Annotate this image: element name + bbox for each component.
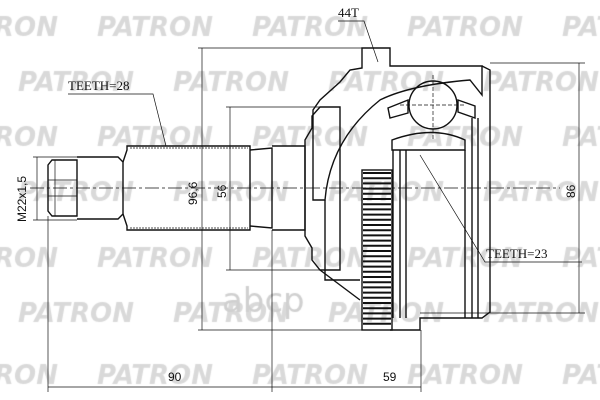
- outer-race: [312, 47, 491, 331]
- shaft-length-text: 90: [168, 370, 182, 384]
- label-teeth-28: TEETH=28: [68, 78, 167, 147]
- seal-diameter-text: 56: [215, 184, 229, 198]
- shaft: [47, 106, 341, 271]
- label-44t: 44T: [338, 5, 379, 63]
- teeth-23-label: TEETH=23: [486, 246, 547, 261]
- thread-dim-text: M22x1,5: [15, 176, 29, 222]
- dim-96-6: 96,6: [186, 47, 390, 331]
- dim-86: 86: [420, 62, 585, 314]
- outer-diameter-text: 86: [564, 184, 578, 198]
- dim-thread: M22x1,5: [15, 156, 77, 222]
- abs-ring: [361, 169, 393, 331]
- teeth-28-label: TEETH=28: [68, 78, 129, 93]
- body-length-text: 59: [383, 370, 397, 384]
- abs-diameter-text: 96,6: [186, 181, 200, 205]
- 44t-label: 44T: [338, 5, 359, 20]
- dim-90: 90: [47, 216, 273, 392]
- dim-56: 56: [215, 106, 320, 271]
- label-teeth-23: TEETH=23: [419, 154, 582, 263]
- dim-59: 59: [272, 330, 422, 392]
